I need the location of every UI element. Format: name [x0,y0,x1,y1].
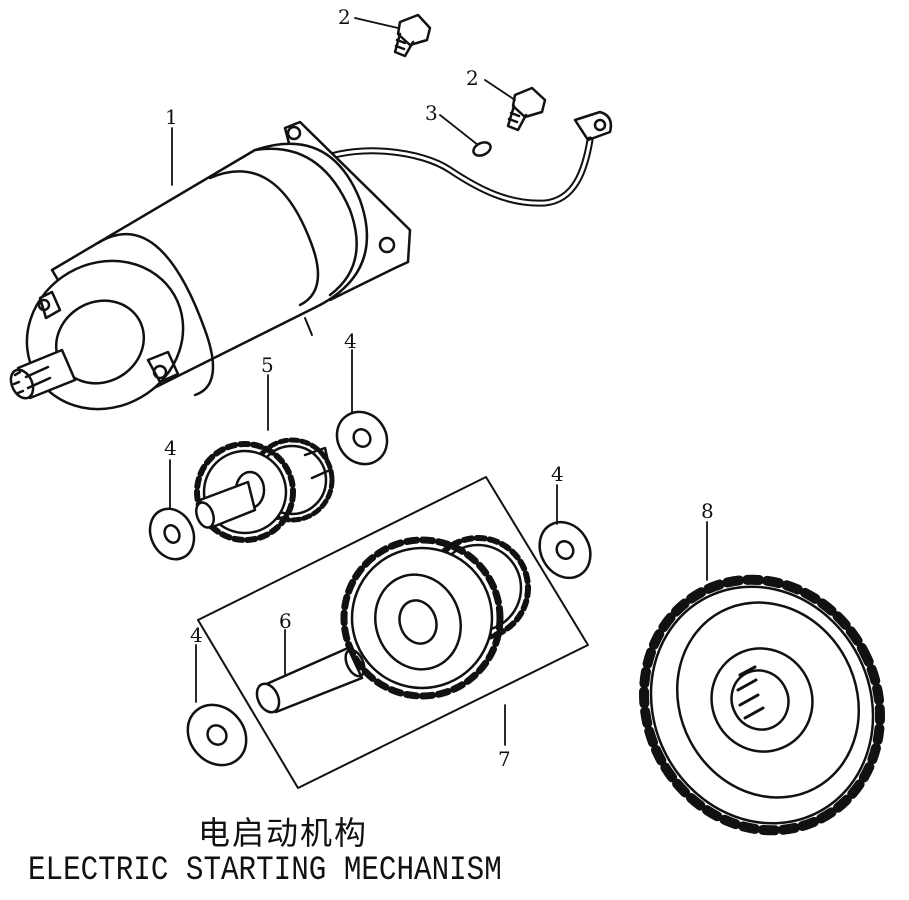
callout-4-upper-right: 4 [344,329,357,353]
gear-shaft-pin[interactable] [253,646,369,716]
callout-2-top: 2 [338,5,351,29]
leader-lines [169,17,708,746]
double-gear[interactable] [340,535,531,700]
washer-left[interactable] [142,502,202,567]
callout-6: 6 [279,609,292,633]
washer-bottom-left[interactable] [176,693,259,777]
starter-motor[interactable] [0,110,613,437]
bolt-middle[interactable] [506,86,547,132]
washer-upper-right[interactable] [327,402,397,474]
diagram-title-chinese: 电启动机构 [198,814,369,852]
callout-1: 1 [165,105,178,129]
callout-7: 7 [498,747,511,771]
wire-terminal [573,110,613,142]
diagram-title-english: ELECTRIC STARTING MECHANISM [28,852,502,890]
callout-2-middle: 2 [466,66,479,90]
large-driven-gear[interactable] [600,538,909,872]
callout-5: 5 [261,353,274,377]
bolt-top[interactable] [393,13,432,58]
callout-4-bottom-left: 4 [190,623,203,647]
callout-4-left: 4 [164,436,177,460]
callout-4-right: 4 [551,462,564,486]
washer-right[interactable] [530,513,601,587]
callout-3: 3 [425,101,438,125]
idler-gear[interactable] [193,437,335,543]
assembly-bracket-box [197,476,589,789]
callout-8: 8 [701,499,714,523]
